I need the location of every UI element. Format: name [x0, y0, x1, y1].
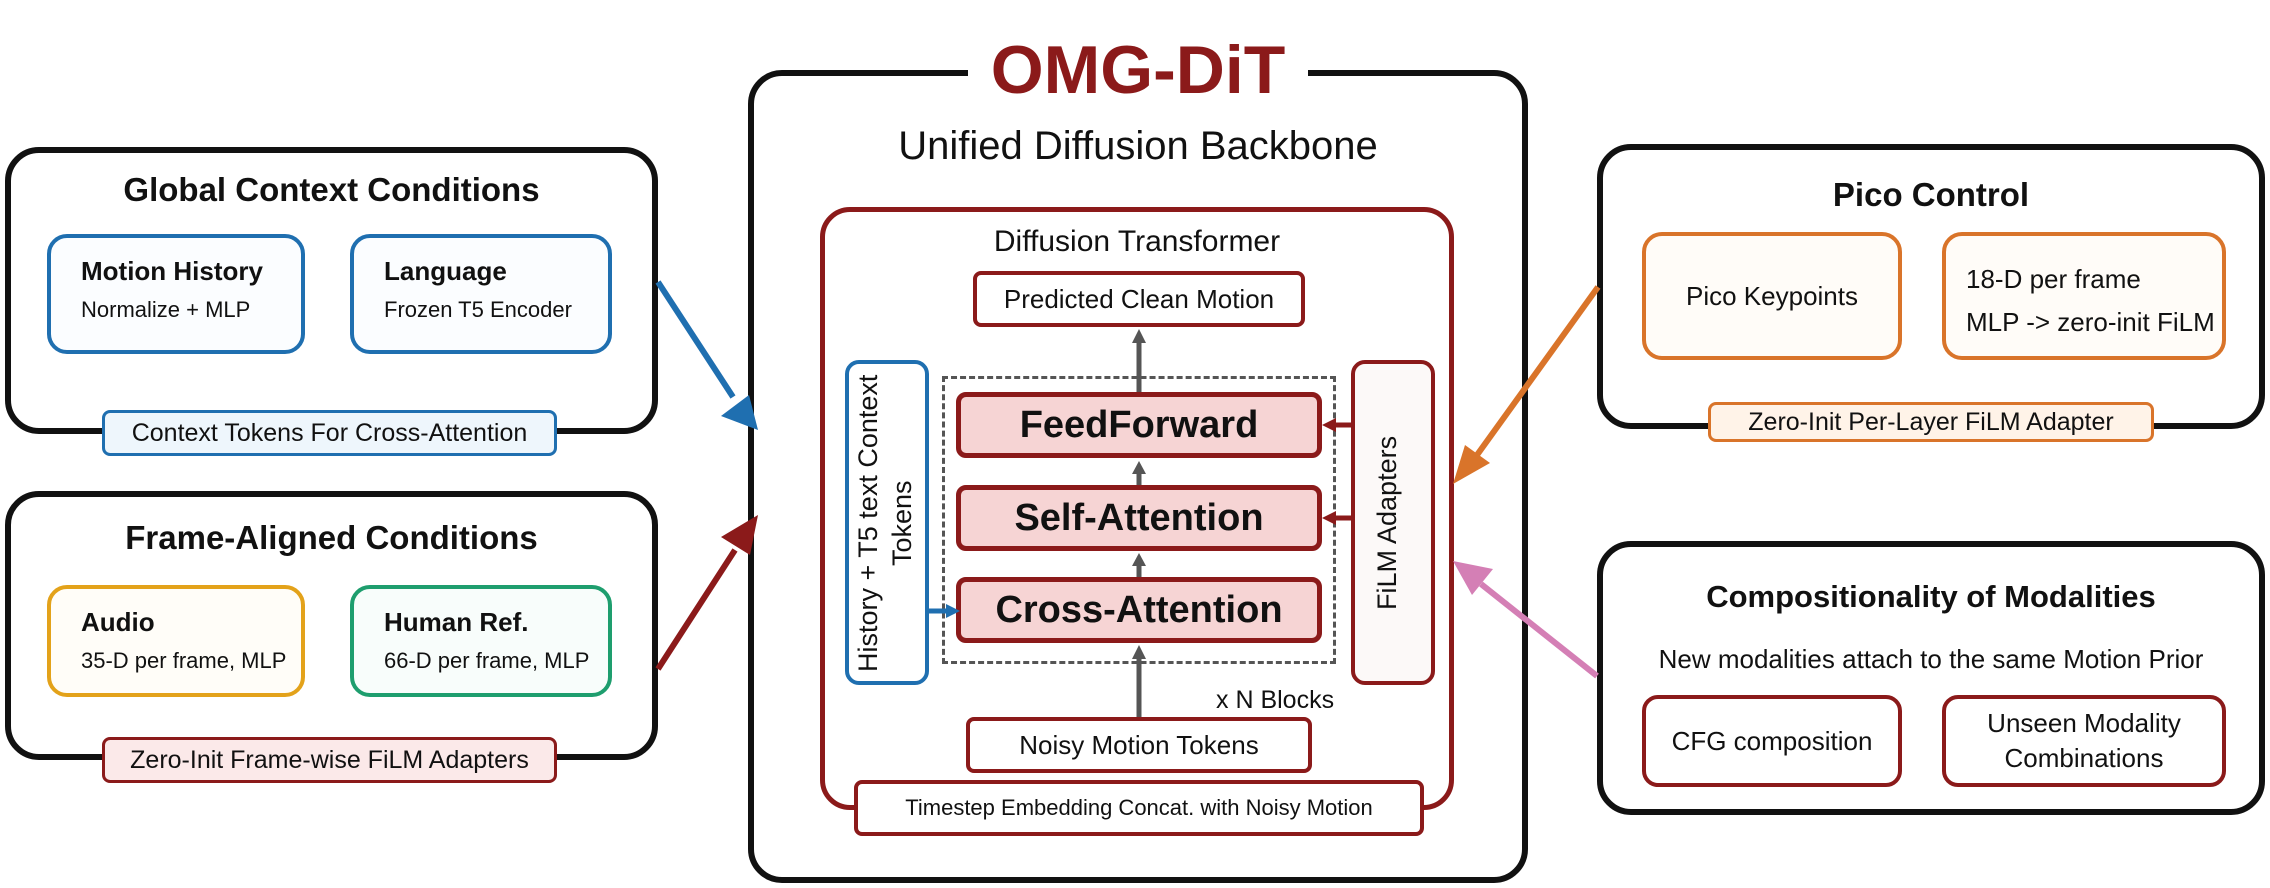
pico-keypoints-card: Pico Keypoints	[1642, 232, 1902, 360]
language-card: Language Frozen T5 Encoder	[350, 234, 612, 354]
pico-arrow	[1474, 285, 1601, 457]
frame-aligned-arrowhead	[721, 515, 758, 555]
cross-attention-block: Cross-Attention	[956, 577, 1322, 643]
pico-control-title: Pico Control	[1832, 176, 2030, 213]
noisy-motion-tokens-box: Noisy Motion Tokens	[966, 717, 1312, 773]
flow-arrowhead-output	[1132, 329, 1146, 343]
audio-card: Audio 35-D per frame, MLP	[47, 585, 305, 697]
pico-arrowhead	[1453, 445, 1490, 484]
unseen-combinations-card: Unseen Modality Combinations	[1942, 695, 2226, 787]
compositionality-arrow	[1479, 581, 1599, 679]
human-ref-sub: 66-D per frame, MLP	[384, 648, 590, 673]
feedforward-block: FeedForward	[956, 392, 1322, 458]
context-tokens-box: History + T5 text Context Tokens	[845, 360, 929, 685]
global-context-arrow	[655, 280, 736, 399]
motion-history-heading: Motion History	[81, 256, 263, 286]
pico-film-tag: Zero-Init Per-Layer FiLM Adapter	[1708, 402, 2154, 442]
flow-arrowhead-input	[1132, 645, 1146, 659]
language-sub: Frozen T5 Encoder	[384, 297, 572, 322]
pico-mlp-line1: 18-D per frame	[1966, 264, 2141, 294]
global-context-arrowhead	[721, 395, 758, 430]
pico-mlp-card: 18-D per frame MLP -> zero-init FiLM	[1942, 232, 2226, 360]
unseen-combinations-label: Unseen Modality Combinations	[1987, 707, 2181, 773]
motion-history-sub: Normalize + MLP	[81, 297, 251, 322]
language-heading: Language	[384, 256, 507, 286]
audio-heading: Audio	[81, 607, 155, 637]
compositionality-title: Compositionality of Modalities	[1706, 579, 2156, 614]
cfg-composition-card: CFG composition	[1642, 695, 1902, 787]
context-to-cross-arrowhead	[946, 604, 960, 618]
self-attention-block: Self-Attention	[956, 485, 1322, 551]
omg-dit-title: OMG-DiT	[968, 28, 1308, 112]
n-blocks-label: x N Blocks	[1216, 686, 1335, 714]
flow-arrowhead-3	[1132, 461, 1146, 474]
motion-history-card: Motion History Normalize + MLP	[47, 234, 305, 354]
audio-sub: 35-D per frame, MLP	[81, 648, 287, 673]
human-ref-card: Human Ref. 66-D per frame, MLP	[350, 585, 612, 697]
frame-aligned-arrow	[655, 548, 738, 671]
pico-mlp-line2: MLP -> zero-init FiLM	[1966, 307, 2215, 337]
diffusion-transformer-label: Diffusion Transformer	[993, 225, 1281, 258]
global-context-title: Global Context Conditions	[123, 171, 540, 208]
film-adapters-box: FiLM Adapters	[1351, 360, 1435, 685]
context-tokens-tag: Context Tokens For Cross-Attention	[102, 410, 557, 456]
frame-aligned-title: Frame-Aligned Conditions	[125, 519, 538, 556]
flow-arrowhead-2	[1132, 553, 1146, 566]
omg-dit-subtitle: Unified Diffusion Backbone	[898, 124, 1378, 168]
compositionality-subtitle: New modalities attach to the same Motion…	[1658, 644, 2204, 674]
timestep-embedding-box: Timestep Embedding Concat. with Noisy Mo…	[854, 780, 1424, 836]
human-ref-heading: Human Ref.	[384, 607, 529, 637]
film-to-self-attention-arrowhead	[1322, 511, 1336, 525]
frame-film-tag: Zero-Init Frame-wise FiLM Adapters	[102, 737, 557, 783]
compositionality-arrowhead	[1453, 561, 1493, 595]
predicted-clean-motion-box: Predicted Clean Motion	[973, 271, 1305, 327]
film-to-feedforward-arrowhead	[1322, 418, 1336, 432]
